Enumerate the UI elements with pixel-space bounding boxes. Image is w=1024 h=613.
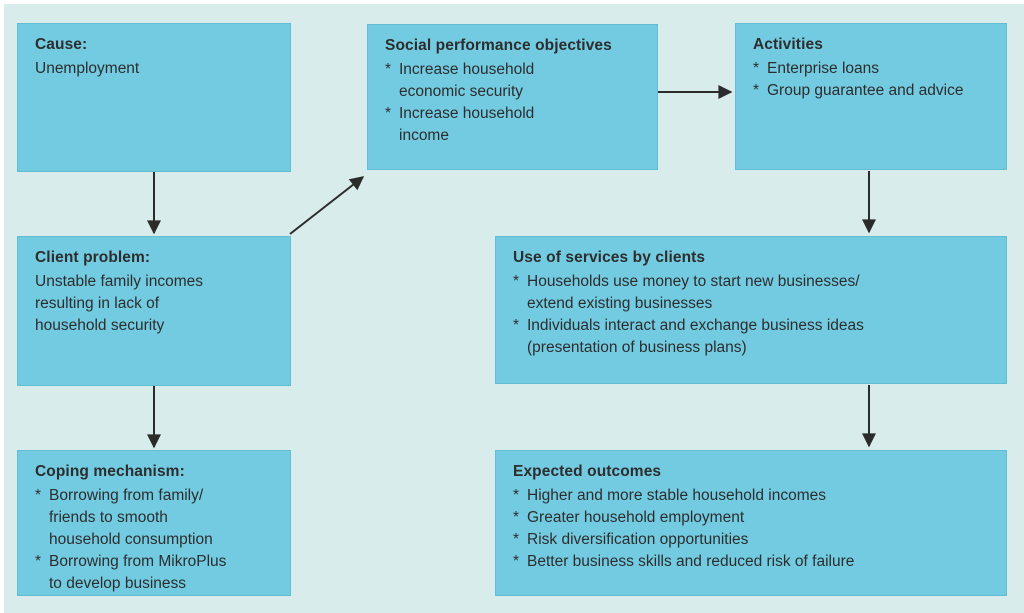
box-use-of-services: Use of services by clients * Households … [495, 236, 1007, 384]
box-cause-body: Unemployment [35, 60, 140, 77]
bullet-marker: * [385, 105, 392, 122]
bullet-text: Borrowing from MikroPlus to develop busi… [49, 553, 227, 592]
bullet-text: Enterprise loans [767, 60, 880, 77]
box-social-objectives-title: Social performance objectives [385, 37, 612, 54]
bullet-text: Increase household income [399, 105, 535, 144]
bullet-item: * Risk diversification opportunities [513, 529, 992, 551]
bullet-text: Group guarantee and advice [767, 82, 964, 99]
bullet-item: * Enterprise loans [753, 58, 992, 80]
box-cause: Cause: Unemployment [17, 23, 291, 172]
box-social-objectives: Social performance objectives * Increase… [367, 24, 658, 170]
bullet-marker: * [753, 60, 760, 77]
bullet-text: Borrowing from family/ friends to smooth… [49, 487, 213, 548]
bullet-marker: * [35, 553, 42, 570]
bullet-text: Better business skills and reduced risk … [527, 553, 855, 570]
bullet-item: * Borrowing from MikroPlus to develop bu… [35, 551, 276, 595]
box-client-problem: Client problem: Unstable family incomes … [17, 236, 291, 386]
bullet-item: * Borrowing from family/ friends to smoo… [35, 485, 276, 551]
bullet-item: * Higher and more stable household incom… [513, 485, 992, 507]
bullet-item: * Increase household income [385, 103, 643, 147]
bullet-item: * Households use money to start new busi… [513, 271, 992, 315]
bullet-text: Increase household economic security [399, 61, 535, 100]
bullet-marker: * [753, 82, 760, 99]
box-activities-title: Activities [753, 36, 823, 53]
box-expected-outcomes-title: Expected outcomes [513, 463, 662, 480]
box-client-problem-body: Unstable family incomes resulting in lac… [35, 273, 203, 334]
bullet-item: * Better business skills and reduced ris… [513, 551, 992, 573]
bullet-marker: * [513, 553, 520, 570]
bullet-marker: * [513, 531, 520, 548]
bullet-item: * Group guarantee and advice [753, 80, 992, 102]
bullet-text: Higher and more stable household incomes [527, 487, 826, 504]
bullet-marker: * [385, 61, 392, 78]
box-client-problem-title: Client problem: [35, 249, 151, 266]
box-cause-title: Cause: [35, 36, 88, 53]
bullet-text: Individuals interact and exchange busine… [527, 317, 864, 356]
box-expected-outcomes: Expected outcomes * Higher and more stab… [495, 450, 1007, 596]
bullet-marker: * [513, 273, 520, 290]
bullet-marker: * [513, 509, 520, 526]
box-activities: Activities * Enterprise loans * Group gu… [735, 23, 1007, 170]
bullet-marker: * [513, 487, 520, 504]
bullet-item: * Increase household economic security [385, 59, 643, 103]
bullet-item: * Greater household employment [513, 507, 992, 529]
bullet-marker: * [513, 317, 520, 334]
box-coping-mechanism: Coping mechanism: * Borrowing from famil… [17, 450, 291, 596]
bullet-item: * Individuals interact and exchange busi… [513, 315, 992, 359]
bullet-text: Households use money to start new busine… [527, 273, 860, 312]
bullet-text: Risk diversification opportunities [527, 531, 749, 548]
bullet-text: Greater household employment [527, 509, 745, 526]
box-use-of-services-title: Use of services by clients [513, 249, 706, 266]
bullet-marker: * [35, 487, 42, 504]
box-coping-mechanism-title: Coping mechanism: [35, 463, 185, 480]
